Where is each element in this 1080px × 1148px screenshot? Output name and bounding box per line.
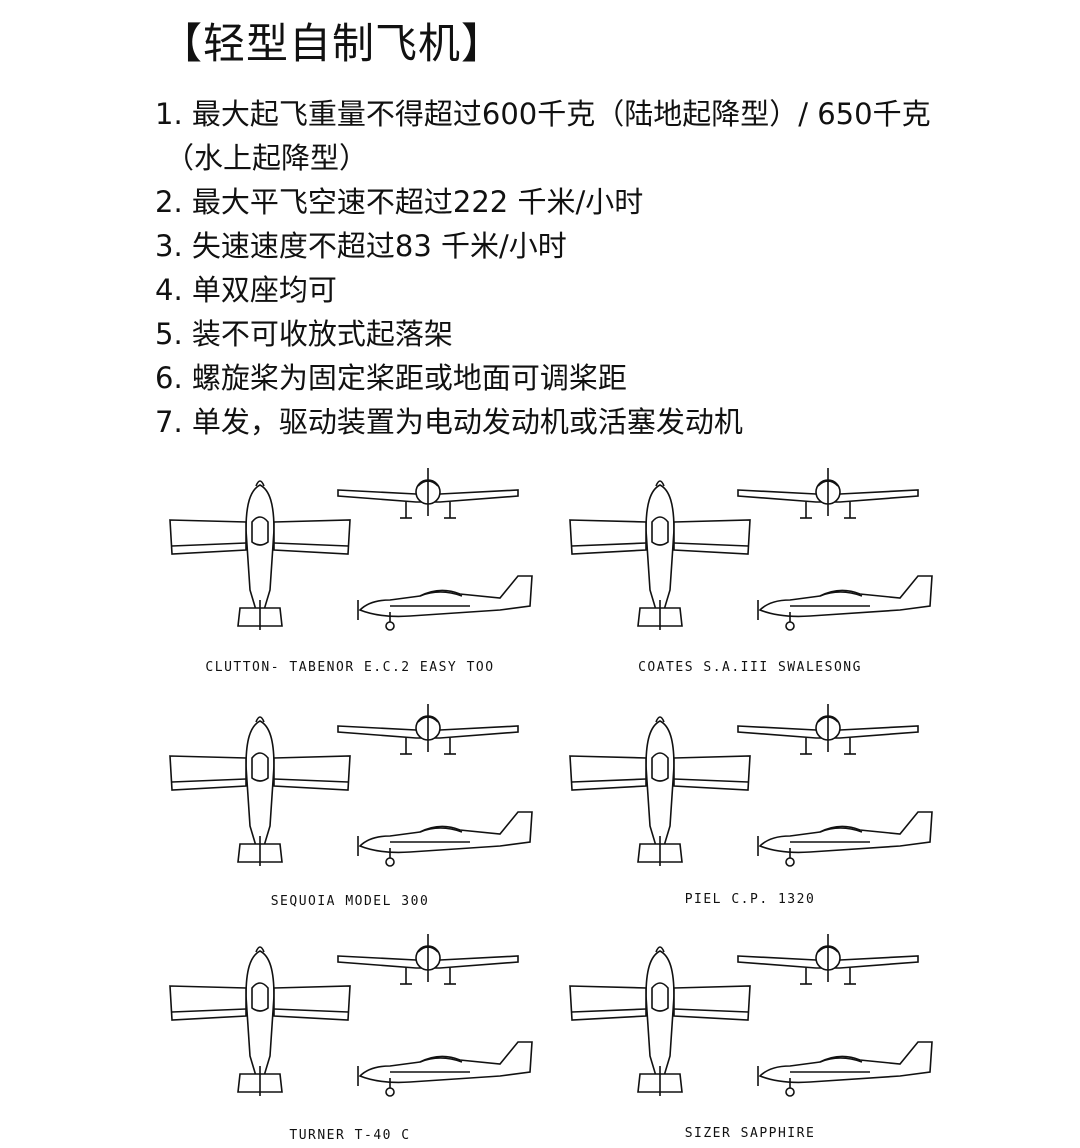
rule-item: 1. 最大起飞重量不得超过600千克（陆地起降型）/ 650千克 （水上起降型）: [155, 92, 1035, 180]
aircraft-caption: SEQUOIA MODEL 300: [270, 894, 430, 909]
rule-text: 2. 最大平飞空速不超过222 千米/小时: [155, 185, 644, 219]
aircraft-caption: SIZER SAPPHIRE: [684, 1126, 816, 1141]
rules-list: 1. 最大起飞重量不得超过600千克（陆地起降型）/ 650千克 （水上起降型）…: [155, 92, 1035, 444]
aircraft-caption: COATES S.A.III SWALESONG: [638, 660, 862, 675]
three-view-drawing: [569, 467, 933, 631]
aircraft-drawing: CLUTTON- TABENOR E.C.2 EASY TOO: [150, 450, 550, 682]
three-view-drawing: [569, 703, 933, 867]
three-view-drawing: [569, 933, 933, 1097]
aircraft-caption: CLUTTON- TABENOR E.C.2 EASY TOO: [205, 660, 495, 675]
rule-item: 2. 最大平飞空速不超过222 千米/小时: [155, 180, 1035, 224]
aircraft-caption: TURNER T-40 C: [289, 1128, 411, 1143]
aircraft-drawing: TURNER T-40 C: [150, 916, 550, 1148]
rule-item: 5. 装不可收放式起落架: [155, 312, 1035, 356]
aircraft-drawing: PIEL C.P. 1320: [550, 686, 950, 918]
rule-text: 7. 单发，驱动装置为电动发动机或活塞发动机: [155, 405, 743, 439]
rule-text: 1. 最大起飞重量不得超过600千克（陆地起降型）/ 650千克: [155, 97, 931, 131]
rule-item: 6. 螺旋桨为固定桨距或地面可调桨距: [155, 356, 1035, 400]
three-view-drawing: [169, 933, 533, 1097]
aircraft-drawing: COATES S.A.III SWALESONG: [550, 450, 950, 682]
aircraft-sheet: CLUTTON- TABENOR E.C.2 EASY TOO COATES S…: [150, 450, 950, 1148]
three-view-drawing: [169, 467, 533, 631]
page-title: 【轻型自制飞机】: [160, 19, 505, 68]
three-view-drawing: [169, 703, 533, 867]
aircraft-drawing: SIZER SAPPHIRE: [550, 916, 950, 1148]
rule-item: 4. 单双座均可: [155, 268, 1035, 312]
rule-text: 4. 单双座均可: [155, 273, 337, 307]
aircraft-caption: PIEL C.P. 1320: [684, 892, 816, 907]
rule-item: 3. 失速速度不超过83 千米/小时: [155, 224, 1035, 268]
rule-text: 6. 螺旋桨为固定桨距或地面可调桨距: [155, 361, 627, 395]
rule-text: 3. 失速速度不超过83 千米/小时: [155, 229, 567, 263]
rule-text-continued: （水上起降型）: [165, 141, 369, 175]
aircraft-drawing: SEQUOIA MODEL 300: [150, 686, 550, 918]
rule-item: 7. 单发，驱动装置为电动发动机或活塞发动机: [155, 400, 1035, 444]
rule-text: 5. 装不可收放式起落架: [155, 317, 453, 351]
